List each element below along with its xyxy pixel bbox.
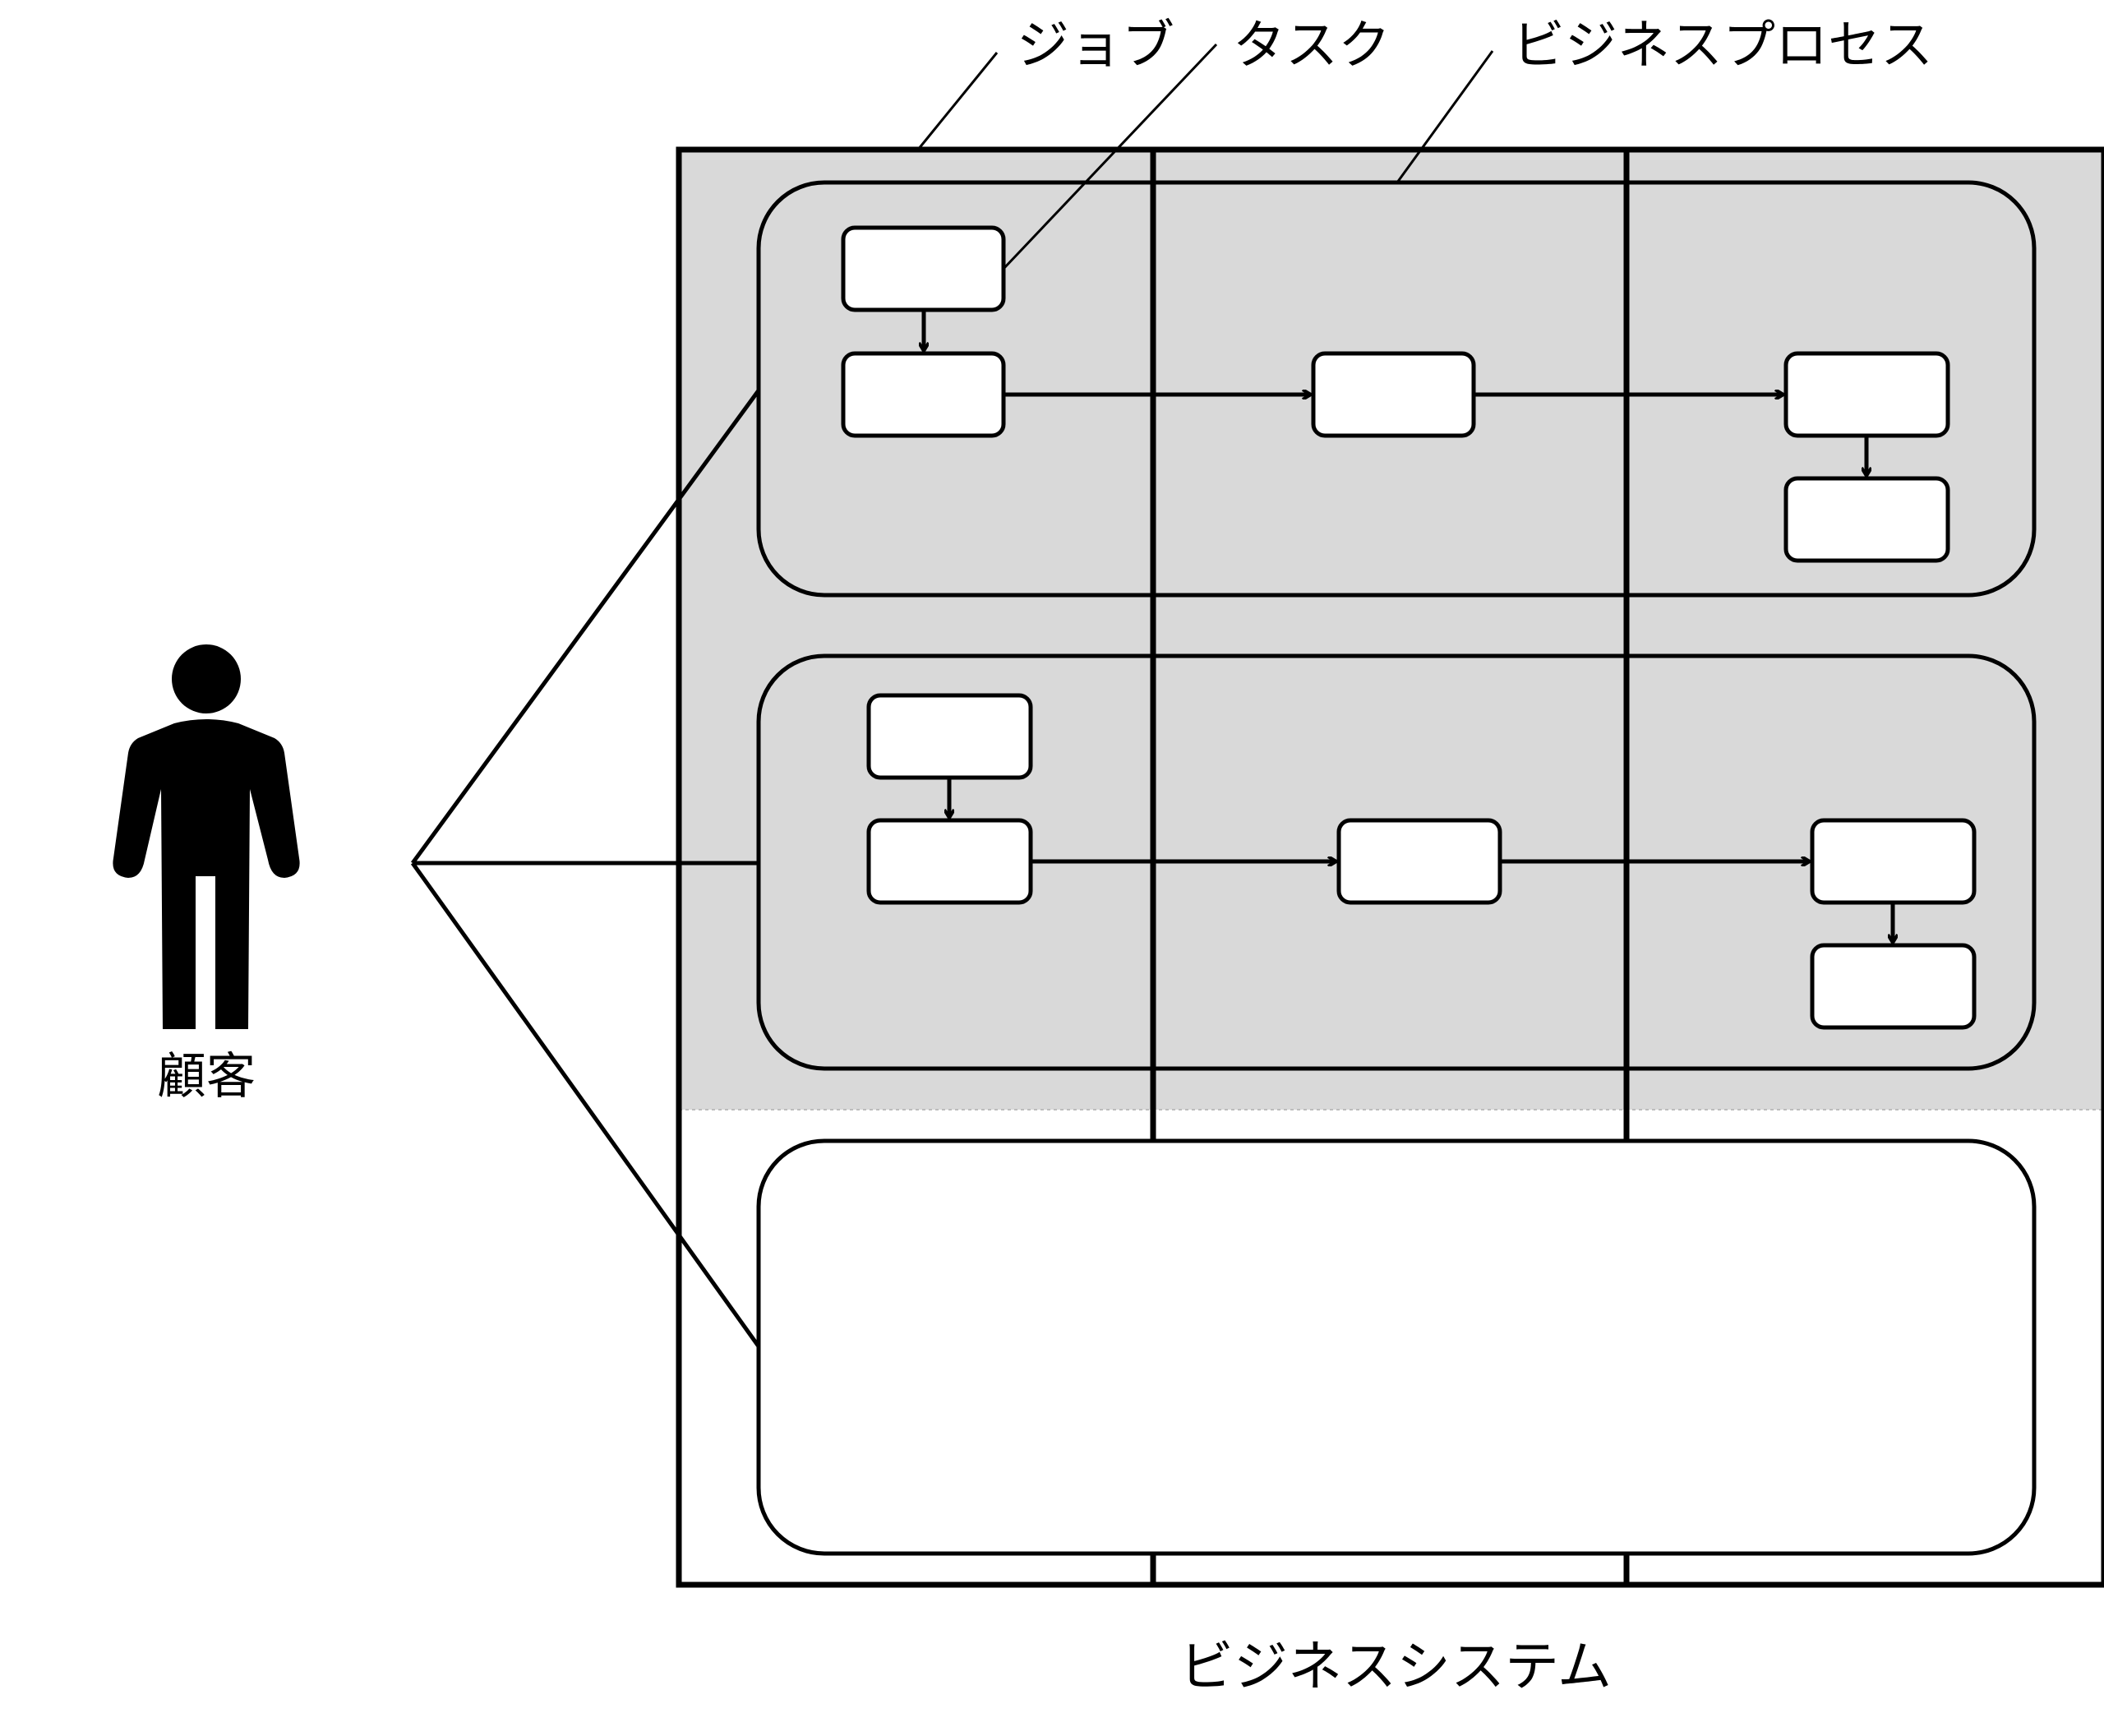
business-system-label: ビジネスシステム — [1179, 1635, 1612, 1698]
customer-link-line — [410, 389, 761, 865]
task-box — [841, 225, 1006, 312]
business-process-lane-1 — [756, 180, 2037, 598]
customer-link-line — [410, 861, 761, 1348]
customer-icon — [113, 644, 300, 1029]
task-box — [841, 351, 1006, 438]
task-box — [866, 693, 1033, 780]
task-box — [1783, 476, 1950, 563]
task-box — [866, 818, 1033, 905]
business-process-callout-line — [1396, 50, 1494, 183]
task-box — [1311, 351, 1476, 438]
business-process-lane-3 — [756, 1138, 2037, 1556]
task-callout-line — [1002, 43, 1218, 270]
task-box — [1336, 818, 1502, 905]
task-box — [1783, 351, 1950, 438]
task-label: タスク — [1233, 16, 1391, 76]
job-callout-line — [916, 52, 999, 150]
business-process-label: ビジネスプロセス — [1512, 16, 1933, 76]
business-system-frame — [676, 146, 2104, 1588]
task-box — [1810, 943, 1977, 1030]
job-label: ジョブ — [1017, 16, 1174, 76]
customer-label: 顧客 — [157, 1048, 256, 1106]
task-box — [1810, 818, 1977, 905]
